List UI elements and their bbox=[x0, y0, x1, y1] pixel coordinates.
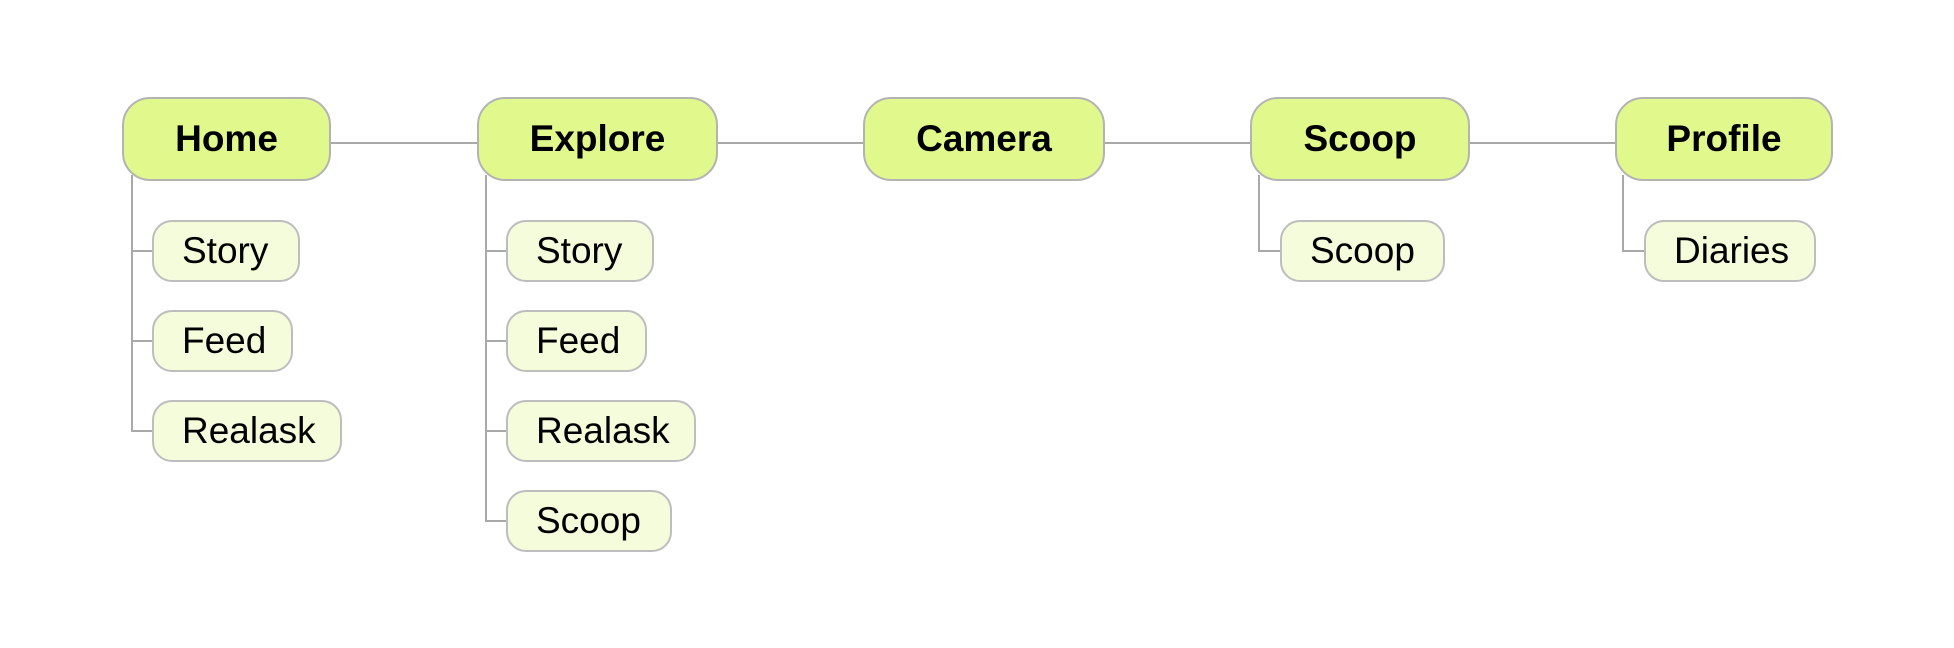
node-profile[interactable]: Profile bbox=[1615, 97, 1833, 181]
node-scoop[interactable]: Scoop bbox=[1250, 97, 1470, 181]
child-label: Realask bbox=[536, 410, 670, 451]
child-label: Story bbox=[536, 230, 623, 271]
child-node-scoop-scoop[interactable]: Scoop bbox=[1280, 220, 1445, 282]
connector-scoop-children bbox=[1258, 175, 1280, 252]
node-label: Scoop bbox=[1303, 118, 1417, 159]
connector-home-children bbox=[131, 175, 152, 432]
child-label: Diaries bbox=[1674, 230, 1790, 271]
connector-explore-children bbox=[485, 175, 506, 522]
connector-profile-children bbox=[1622, 175, 1644, 252]
child-label: Scoop bbox=[1310, 230, 1415, 271]
child-node-explore-story[interactable]: Story bbox=[506, 220, 654, 282]
node-label: Camera bbox=[916, 118, 1052, 159]
child-node-explore-feed[interactable]: Feed bbox=[506, 310, 647, 372]
node-label: Explore bbox=[529, 118, 666, 159]
child-node-home-realask[interactable]: Realask bbox=[152, 400, 342, 462]
node-explore[interactable]: Explore bbox=[477, 97, 718, 181]
child-node-home-feed[interactable]: Feed bbox=[152, 310, 293, 372]
child-label: Story bbox=[182, 230, 269, 271]
node-label: Home bbox=[175, 118, 278, 159]
child-node-explore-realask[interactable]: Realask bbox=[506, 400, 696, 462]
child-label: Feed bbox=[182, 320, 267, 361]
child-label: Realask bbox=[182, 410, 316, 451]
child-label: Feed bbox=[536, 320, 621, 361]
child-node-profile-diaries[interactable]: Diaries bbox=[1644, 220, 1816, 282]
node-home[interactable]: Home bbox=[122, 97, 331, 181]
child-node-explore-scoop[interactable]: Scoop bbox=[506, 490, 672, 552]
node-label: Profile bbox=[1666, 118, 1782, 159]
child-node-home-story[interactable]: Story bbox=[152, 220, 300, 282]
child-label: Scoop bbox=[536, 500, 641, 541]
node-camera[interactable]: Camera bbox=[863, 97, 1105, 181]
